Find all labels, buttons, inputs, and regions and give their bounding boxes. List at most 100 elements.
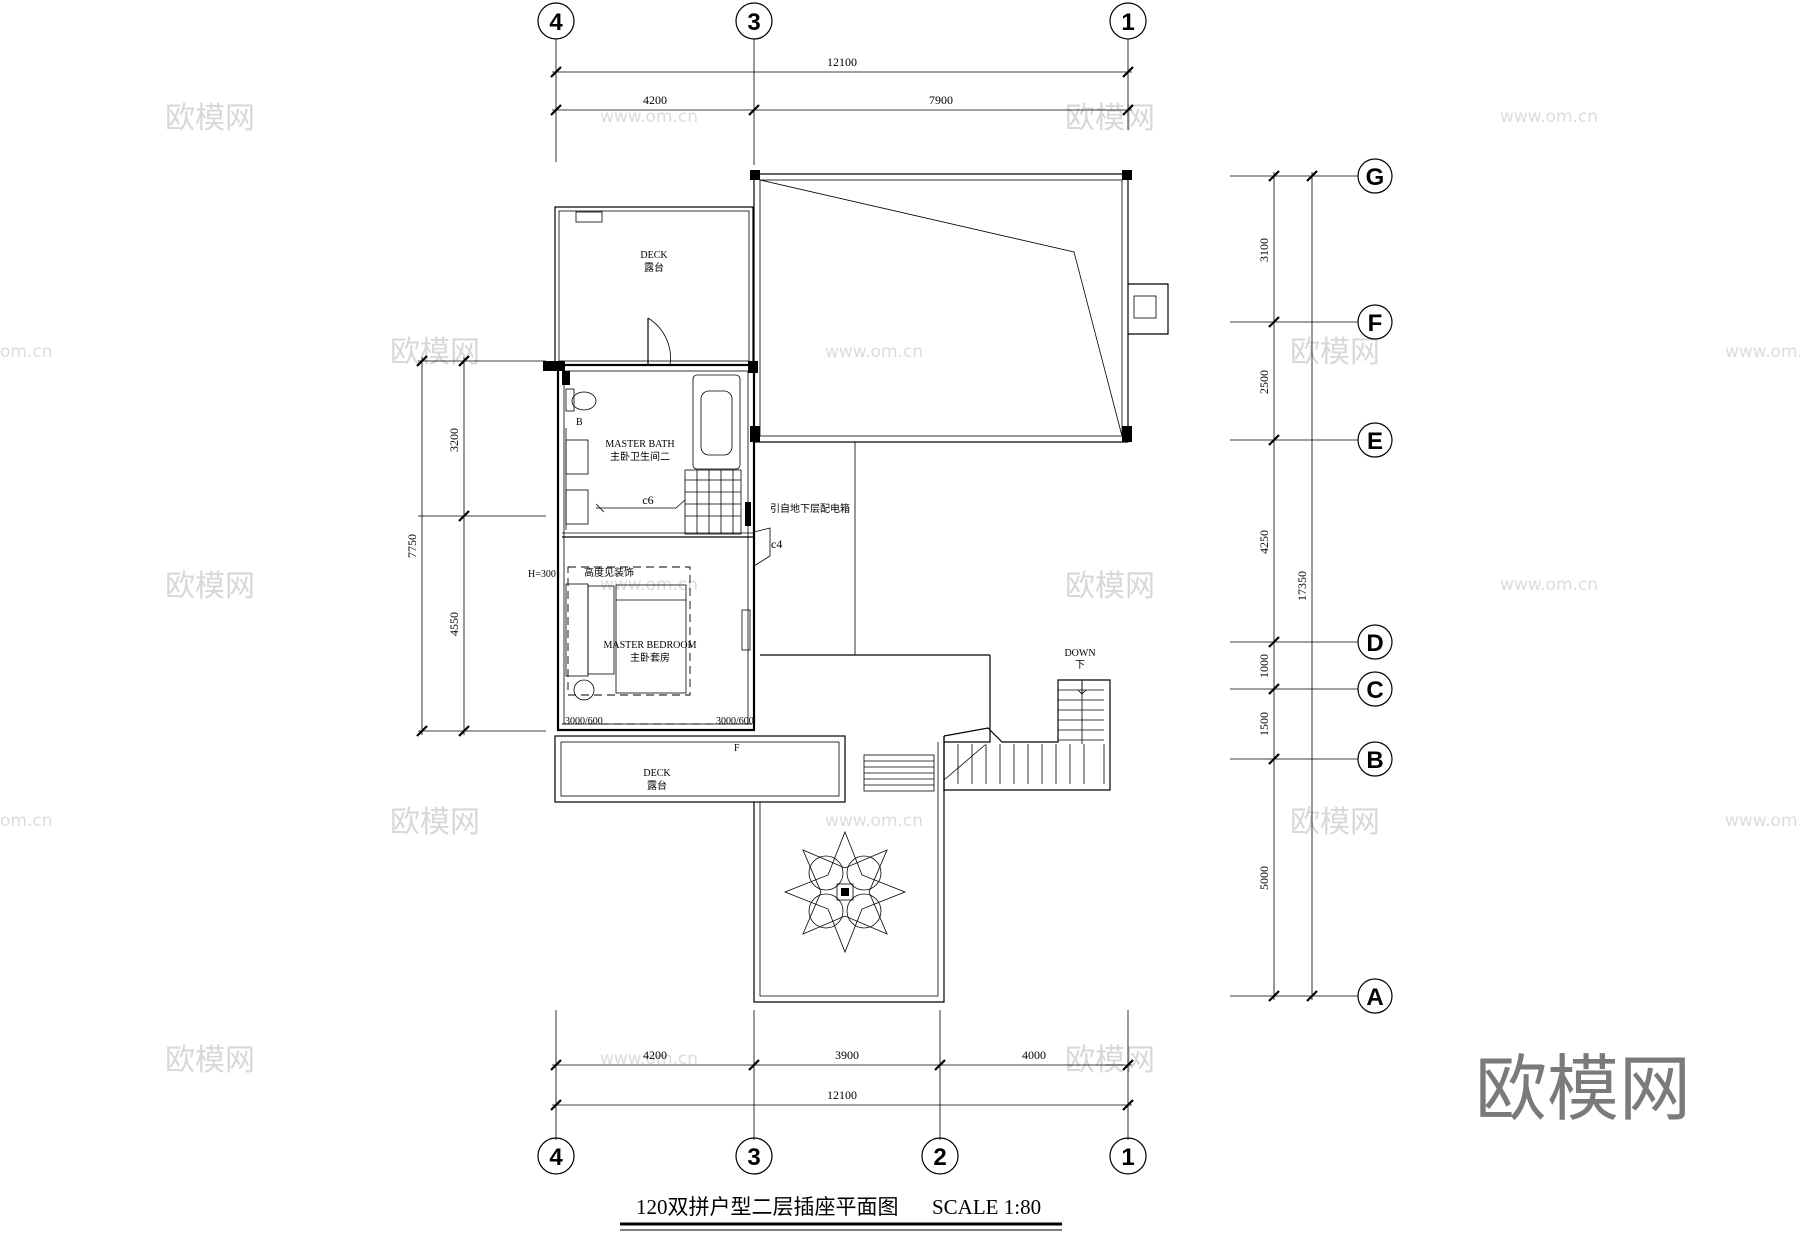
dim-right-seg-5: 1500 [1257, 712, 1271, 736]
toilet [571, 391, 597, 411]
mark-f: F [734, 743, 740, 754]
grid-label-top-1: 1 [1121, 9, 1134, 36]
circuit-label-c6: c6 [642, 493, 653, 507]
dim-top-seg-2: 7900 [929, 93, 953, 107]
stair-down-label-cn: 下 [1075, 660, 1085, 671]
deck-upper-label-cn: 露台 [644, 261, 664, 274]
roof-area [753, 173, 1129, 443]
dim-bottom-total: 12100 [827, 1088, 857, 1102]
grid-bubble-D [1357, 624, 1393, 660]
grid-bubble-bottom-4 [537, 1137, 575, 1175]
dim-right-total: 17350 [1295, 571, 1309, 601]
bedroom-label-en: MASTER BEDROOM [603, 640, 696, 651]
grid-label-A: A [1366, 984, 1383, 1011]
dim-bottom-seg-1: 4200 [643, 1048, 667, 1062]
bedroom-label-cn: 主卧套房 [630, 651, 670, 664]
dim-right-seg-3: 4250 [1257, 530, 1271, 554]
grid-label-bottom-3: 3 [747, 1144, 760, 1171]
watermark-brand: 欧模网 [390, 335, 480, 370]
watermark-brand: 欧模网 [165, 101, 255, 136]
grid-bubble-bottom-1 [1109, 1137, 1147, 1175]
electrical-panel [745, 502, 751, 526]
stair-main: DOWN 下 [943, 648, 1111, 791]
watermark-brand: 欧模网 [165, 569, 255, 604]
watermark-brand: 欧模网 [165, 1043, 255, 1078]
watermark-url: www.om.cn [1500, 107, 1598, 127]
grid-bubble-C [1357, 671, 1393, 707]
grid-label-D: D [1366, 630, 1383, 657]
grid-label-top-4: 4 [549, 9, 563, 36]
dim-left-seg-2: 4550 [447, 612, 461, 636]
grid-bubble-A [1357, 978, 1393, 1014]
stair-flight-small [863, 754, 935, 792]
grid-bubble-bottom-3 [735, 1137, 773, 1175]
left-dimensions: 7750 3200 4550 [405, 355, 546, 737]
watermark-url: www.om.cn [825, 342, 923, 362]
building: DECK 露台 MASTER BATH [528, 170, 1169, 1003]
stair-down-label-en: DOWN [1064, 648, 1095, 659]
watermark-url: www.om.cn [1725, 342, 1800, 362]
dim-top-total: 12100 [827, 55, 857, 69]
dim-top-seg-1: 4200 [643, 93, 667, 107]
grid-bubble-E [1357, 422, 1393, 458]
deck-upper-label-en: DECK [640, 250, 668, 261]
grid-label-top-3: 3 [747, 9, 760, 36]
watermark-brand: 欧模网 [1065, 1043, 1155, 1078]
drawing-scale: SCALE 1:80 [932, 1195, 1041, 1219]
bath-label-cn: 主卧卫生间二 [610, 450, 670, 463]
lower-deck [554, 735, 846, 803]
dim-left-total: 7750 [405, 534, 419, 558]
grid-label-F: F [1368, 310, 1383, 337]
ornament-star [783, 830, 907, 954]
grid-bubble-bottom-2 [921, 1137, 959, 1175]
note-height: 高度见装饰 [584, 566, 634, 579]
dim-bottom-seg-2: 3900 [835, 1048, 859, 1062]
right-grid: 3100 2500 4250 1000 1500 5000 17350 G F … [1230, 158, 1393, 1014]
shower-stall [684, 469, 742, 535]
circuit-label-c4: c4 [771, 537, 782, 551]
watermark-brand: 欧模网 [1290, 335, 1380, 370]
mark-b: B [576, 417, 583, 428]
panel-note: 引自地下层配电箱 [770, 502, 850, 515]
dim-right-seg-4: 1000 [1257, 654, 1271, 678]
watermark-url: www.om.cn [600, 107, 698, 127]
note-h300: H=300 [528, 569, 556, 580]
drawing-title-block: 120双拼户型二层插座平面图 SCALE 1:80 [620, 1195, 1062, 1231]
bath-label-en: MASTER BATH [605, 439, 674, 450]
dim-right-seg-1: 3100 [1257, 238, 1271, 262]
grid-label-B: B [1366, 747, 1383, 774]
watermark-url: www.om.cn [600, 1049, 698, 1069]
watermark-brand: 欧模网 [1065, 569, 1155, 604]
upper-deck [554, 206, 754, 366]
vanity-sink [565, 439, 589, 475]
top-grid: 4 3 1 12100 4200 7900 [537, 2, 1147, 165]
dim-right-seg-6: 5000 [1257, 866, 1271, 890]
socket-note-left: 3000/600 [565, 716, 603, 727]
watermark-brand: 欧模网 [390, 805, 480, 840]
watermark-url: www.om.cn [1500, 575, 1598, 595]
deck-lower-label-en: DECK [643, 768, 671, 779]
grid-label-bottom-4: 4 [549, 1144, 563, 1171]
house-core [556, 363, 756, 732]
grid-label-bottom-2: 2 [933, 1144, 946, 1171]
bottom-grid: 4200 3900 4000 12100 4 3 2 1 [537, 1010, 1147, 1175]
dim-left-seg-1: 3200 [447, 428, 461, 452]
grid-bubble-B [1357, 741, 1393, 777]
sofa [565, 583, 589, 677]
bed [615, 584, 687, 694]
watermark-url: om.cn [0, 342, 53, 362]
watermark-url: www.om.cn [1725, 811, 1800, 831]
vanity-sink [565, 489, 589, 525]
watermark-layer: 欧模网 www.om.cn 欧模网 www.om.cn om.cn 欧模网 ww… [0, 101, 1800, 1131]
watermark-brand: 欧模网 [1065, 101, 1155, 136]
drawing-title: 120双拼户型二层插座平面图 [636, 1195, 899, 1219]
grid-label-C: C [1366, 677, 1383, 704]
grid-bubble-G [1357, 158, 1393, 194]
grid-label-bottom-1: 1 [1121, 1144, 1134, 1171]
grid-bubble-F [1357, 304, 1393, 340]
dim-right-seg-2: 2500 [1257, 370, 1271, 394]
watermark-url: www.om.cn [825, 811, 923, 831]
bathtub [692, 374, 741, 470]
socket-note-right: 3000/600 [716, 716, 754, 727]
